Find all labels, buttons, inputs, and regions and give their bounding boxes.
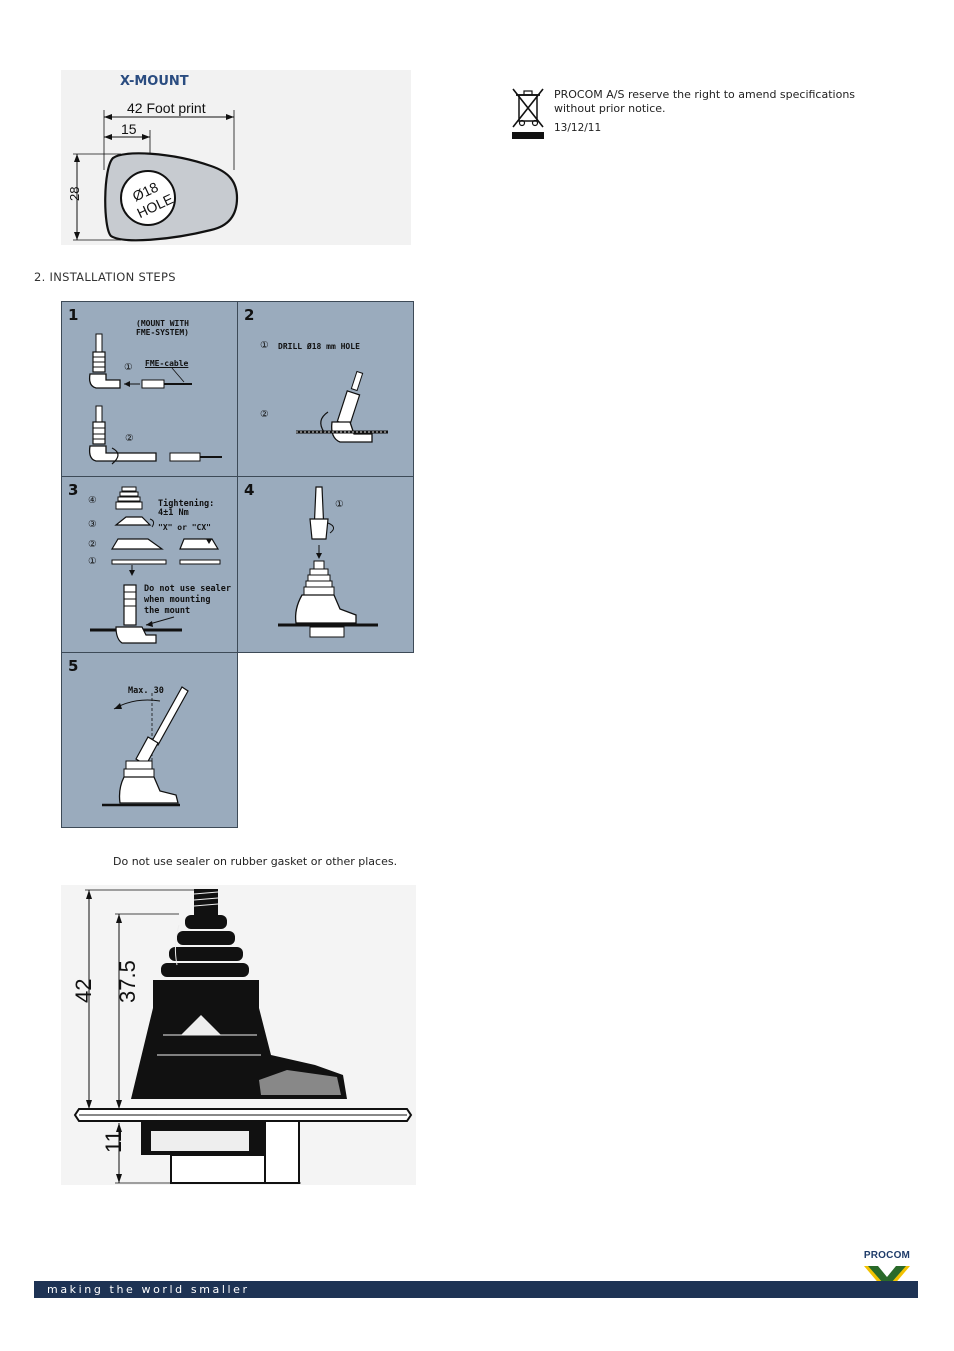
step-2-drill-marker: ① bbox=[260, 340, 269, 351]
step-1-marker-2: ② bbox=[125, 433, 134, 444]
logo-text: PROCOM bbox=[863, 1250, 911, 1261]
step-5-illustration bbox=[102, 686, 189, 807]
footer-slogan: making the world smaller bbox=[47, 1283, 250, 1296]
tightening-label-line2: 4±1 Nm bbox=[158, 508, 189, 518]
sealer-caption: Do not use sealer on rubber gasket or ot… bbox=[113, 855, 398, 868]
step-1-panel: 1 (MOUNT WITH FME-SYSTEM) ① FME-cable ② bbox=[61, 301, 238, 477]
dimension-28-label: 28 bbox=[67, 187, 82, 201]
step-5-panel: 5 Max. 30 bbox=[61, 652, 238, 828]
max-angle-label: Max. 30 bbox=[128, 686, 164, 696]
notice-date: 13/12/11 bbox=[554, 122, 602, 134]
dimension-42-label: 42 bbox=[71, 979, 96, 1003]
step-3-marker-2: ② bbox=[88, 539, 97, 550]
step-3-panel: 3 ④ ③ ② ① Tightening: 4±1 Nm "X" or "CX"… bbox=[61, 476, 238, 653]
step-4-illustration bbox=[278, 486, 378, 638]
footer-bar: making the world smaller bbox=[34, 1281, 918, 1298]
step-1-number: 1 bbox=[68, 306, 79, 324]
step-3-illustration bbox=[90, 486, 221, 644]
sealer-warning-line1: Do not use sealer bbox=[144, 584, 231, 594]
x-or-cx-label: "X" or "CX" bbox=[158, 523, 211, 532]
step-5-number: 5 bbox=[68, 657, 79, 675]
step-2-panel: 2 ① DRILL Ø18 mm HOLE ② bbox=[237, 301, 414, 477]
dimension-37-5-label: 37.5 bbox=[115, 960, 140, 1003]
procom-logo: PROCOM bbox=[862, 1250, 912, 1295]
x-mount-title: X-MOUNT bbox=[120, 74, 189, 89]
x-mount-footprint-figure: X-MOUNT 42 Foot print 15 28 Ø18 HOLE bbox=[61, 70, 411, 245]
step-3-marker-3: ③ bbox=[88, 519, 97, 530]
step-2-marker-2: ② bbox=[260, 409, 269, 420]
crossed-out-bin-icon bbox=[510, 86, 546, 140]
dimension-15-label: 15 bbox=[121, 121, 137, 137]
step-1-note-line1: (MOUNT WITH bbox=[136, 319, 189, 328]
step-2-number: 2 bbox=[244, 306, 255, 324]
notice-text-line1: PROCOM A/S reserve the right to amend sp… bbox=[554, 88, 856, 101]
sealer-warning-line3: the mount bbox=[144, 606, 191, 616]
step-3-marker-1: ① bbox=[88, 556, 97, 567]
notice-text-line2: without prior notice. bbox=[554, 102, 666, 115]
step-1-illustration bbox=[88, 333, 222, 465]
step-3-marker-4: ④ bbox=[88, 495, 97, 506]
section-heading: 2. INSTALLATION STEPS bbox=[34, 270, 176, 284]
tightening-label-line1: Tightening: bbox=[158, 499, 215, 509]
step-1-marker-1: ① bbox=[124, 362, 133, 373]
installation-steps-grid: 1 (MOUNT WITH FME-SYSTEM) ① FME-cable ② bbox=[61, 301, 414, 828]
step-4-marker-1: ① bbox=[335, 499, 344, 510]
sealer-warning-line2: when mounting bbox=[144, 595, 211, 605]
dimension-11-label: 11 bbox=[101, 1130, 126, 1153]
step-4-panel: 4 ① bbox=[237, 476, 414, 653]
step-3-number: 3 bbox=[68, 481, 79, 499]
mount-dimension-drawing: 42 37.5 11 bbox=[61, 885, 416, 1185]
step-2-illustration bbox=[296, 370, 388, 443]
step-1-note-line2: FME-SYSTEM) bbox=[136, 328, 189, 337]
drill-hole-label: DRILL Ø18 mm HOLE bbox=[278, 342, 360, 351]
step-4-number: 4 bbox=[244, 481, 255, 499]
fme-cable-label: FME-cable bbox=[145, 359, 189, 368]
footprint-dimension-label: 42 Foot print bbox=[127, 100, 206, 116]
procom-logo-mark bbox=[864, 1266, 910, 1294]
